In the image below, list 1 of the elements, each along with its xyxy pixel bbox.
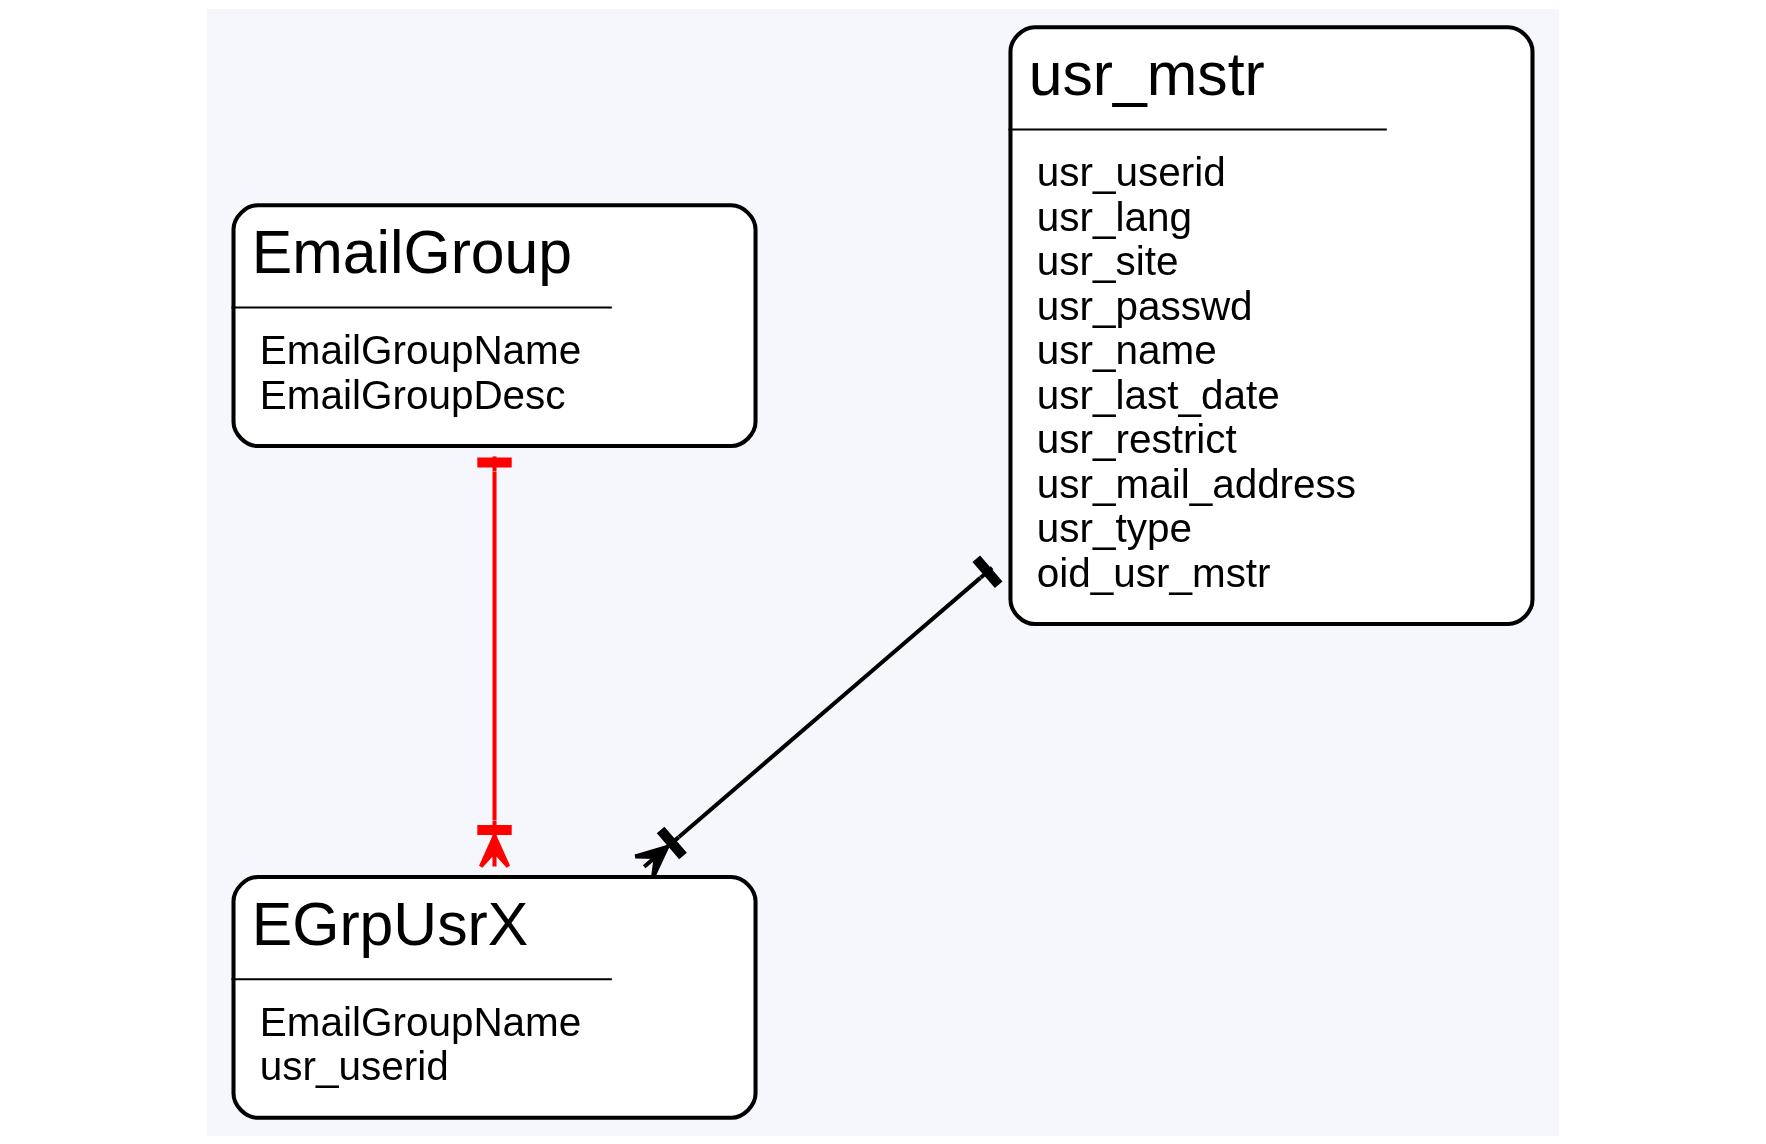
connector [477, 455, 512, 868]
